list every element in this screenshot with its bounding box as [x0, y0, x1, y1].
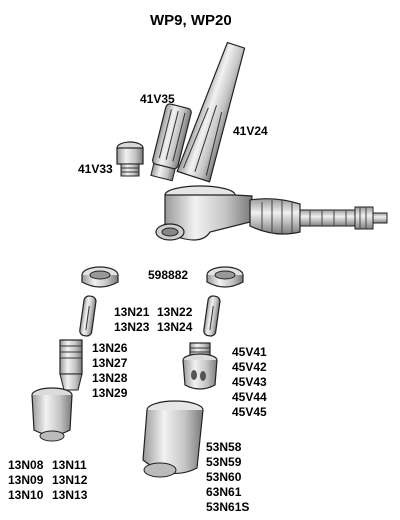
label-insulator: 598882 [148, 268, 189, 282]
label-nozzle-small-1: 13N08 [8, 458, 44, 472]
label-gas-lens-5: 45V45 [232, 405, 267, 419]
label-collet-3: 13N23 [114, 320, 150, 334]
collet-body-part [59, 339, 83, 391]
label-nozzle-small-5: 13N10 [8, 488, 44, 502]
label-collet-body-3: 13N28 [92, 371, 128, 385]
label-gas-lens-3: 45V43 [232, 375, 267, 389]
label-collet-body-2: 13N27 [92, 356, 128, 370]
back-cap-long-part [176, 41, 246, 183]
gas-lens-part [182, 342, 218, 390]
label-gas-lens-4: 45V44 [232, 390, 267, 404]
insulator-left-part [81, 266, 119, 288]
label-nozzle-small-3: 13N09 [8, 473, 44, 487]
nozzle-small-part [31, 387, 73, 442]
back-cap-short-part [116, 141, 144, 177]
label-nozzle-small-2: 13N11 [52, 458, 87, 472]
label-collet-body-long: 41V35 [140, 92, 175, 106]
label-collet-2: 13N22 [157, 305, 193, 319]
label-collet-4: 13N24 [157, 320, 193, 334]
label-collet-body-4: 13N29 [92, 386, 128, 400]
torch-head-part [155, 185, 388, 241]
insulator-right-part [206, 266, 244, 288]
collet-body-long-part [150, 103, 192, 182]
label-back-cap-short: 41V33 [78, 162, 113, 176]
collet-right-part [203, 295, 221, 337]
nozzle-large-part [142, 400, 204, 478]
label-nozzle-large-3: 53N60 [206, 470, 242, 484]
collet-left-part [79, 295, 97, 337]
label-collet-1: 13N21 [114, 305, 150, 319]
label-gas-lens-1: 45V41 [232, 345, 267, 359]
label-nozzle-large-2: 53N59 [206, 455, 242, 469]
label-back-cap-long: 41V24 [233, 124, 268, 138]
label-nozzle-large-4: 63N61 [206, 485, 242, 499]
label-nozzle-large-1: 53N58 [206, 440, 242, 454]
label-collet-body-1: 13N26 [92, 341, 128, 355]
label-nozzle-small-6: 13N13 [52, 488, 88, 502]
diagram-title: WP9, WP20 [150, 12, 232, 29]
label-nozzle-large-5: 53N61S [206, 500, 250, 514]
label-gas-lens-2: 45V42 [232, 360, 267, 374]
label-nozzle-small-4: 13N12 [52, 473, 88, 487]
